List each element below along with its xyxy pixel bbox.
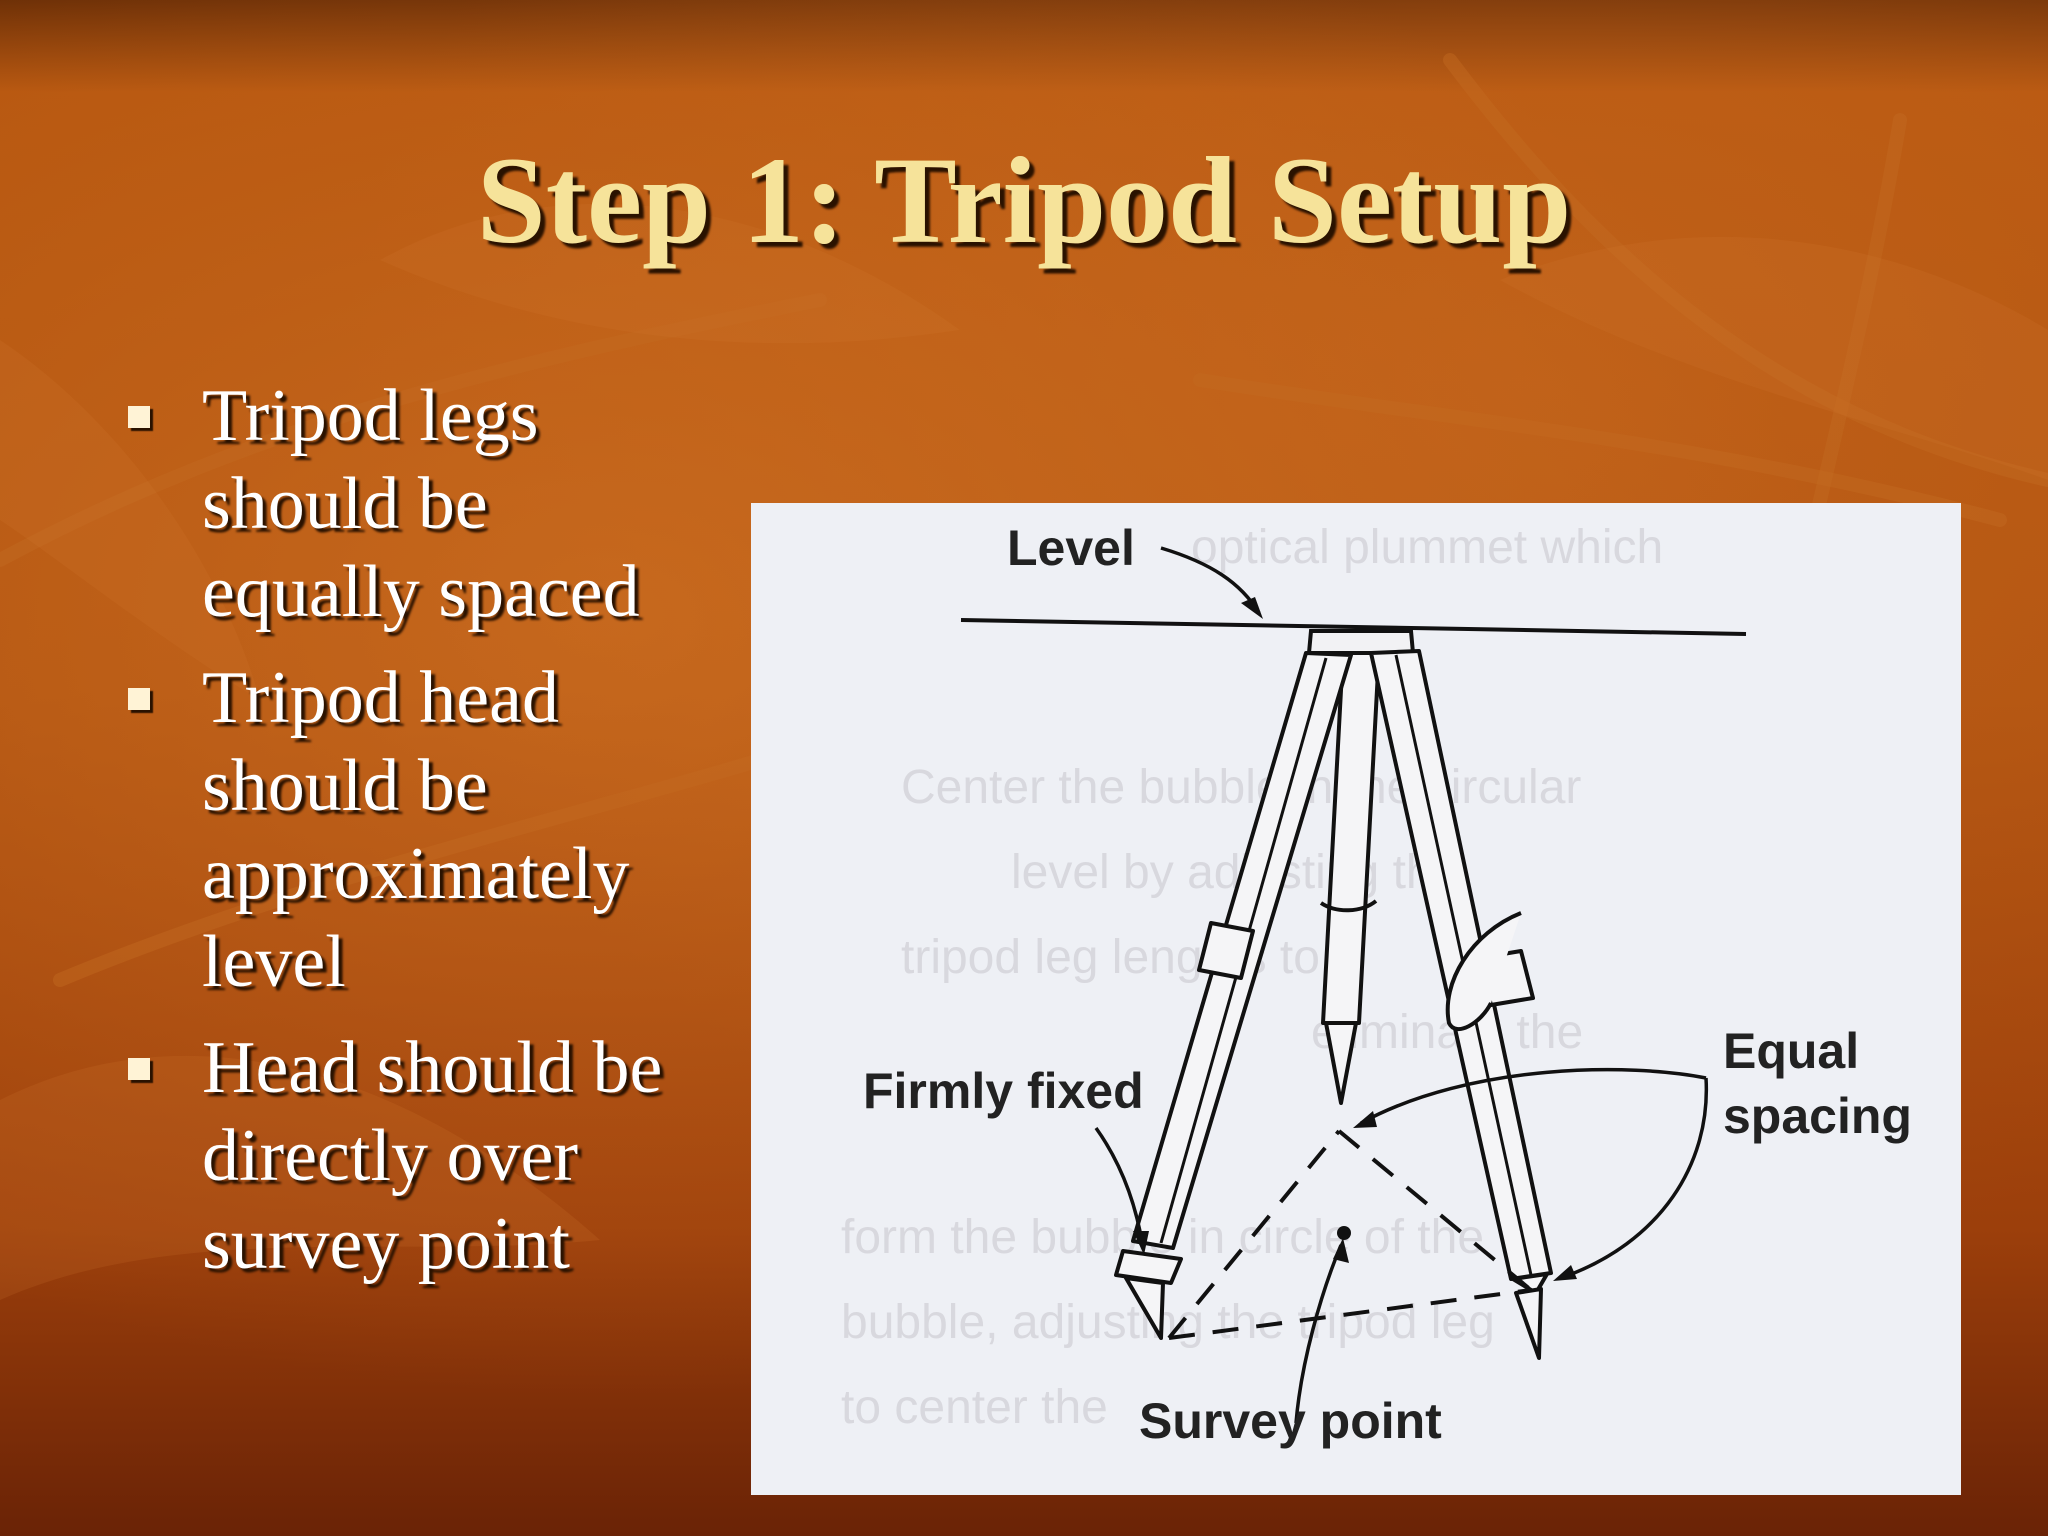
bleed-text-line: to center the [841, 1381, 1108, 1434]
arrowhead-icon [1333, 1238, 1349, 1263]
leg-left-spike [1124, 1276, 1165, 1340]
arrowhead-icon [1353, 1111, 1377, 1128]
bleed-text-line: bubble, adjusting the tripod leg [841, 1296, 1495, 1349]
leg-strap [1445, 911, 1522, 1031]
leg-left-foot-plate [1114, 1249, 1183, 1285]
bullet-square-icon [128, 406, 150, 428]
leg-left-clamp [1197, 921, 1255, 980]
bullet-item: Head should be directly over survey poin… [118, 1024, 718, 1288]
arrowhead-icon [1133, 1231, 1149, 1255]
bullet-square-icon [128, 688, 150, 710]
label-firmly-fixed: Firmly fixed [863, 1063, 1144, 1119]
bullet-square-icon [128, 1058, 150, 1080]
arrowheads [1133, 597, 1577, 1281]
bullet-text: Tripod legs should be equally spaced [202, 375, 640, 633]
tripod-head [1306, 629, 1416, 655]
arrowhead-icon [1553, 1265, 1577, 1281]
equal-spacing-triangle [1167, 1129, 1533, 1340]
bleed-text-line: Center the bubble in the circular [901, 761, 1581, 814]
leg-right-spike [1514, 1287, 1543, 1360]
label-spacing: spacing [1723, 1088, 1912, 1144]
survey-point-marker [1337, 1226, 1351, 1240]
arrowhead-icon [1241, 597, 1263, 619]
tripod-diagram: optical plummet which Center the bubble … [751, 503, 1961, 1495]
tripod-illustration: optical plummet which Center the bubble … [841, 520, 1912, 1449]
tripod-leg-back-tip [1324, 1021, 1358, 1105]
bullet-item: Tripod legs should be equally spaced [118, 372, 718, 636]
bullet-text: Head should be directly over survey poin… [202, 1027, 663, 1285]
level-line [960, 618, 1747, 636]
bleed-through-text: optical plummet which Center the bubble … [841, 521, 1663, 1434]
slide-title: Step 1: Tripod Setup [476, 132, 1572, 269]
label-equal: Equal [1723, 1023, 1859, 1079]
bullet-item: Tripod head should be approximately leve… [118, 654, 718, 1006]
bullet-list: Tripod legs should be equally spaced Tri… [118, 372, 718, 1306]
tripod-leg-back [1321, 651, 1381, 1025]
label-level: Level [1007, 520, 1135, 576]
label-survey-point: Survey point [1139, 1393, 1442, 1449]
bullet-text: Tripod head should be approximately leve… [202, 657, 630, 1003]
bleed-text-line: optical plummet which [1191, 521, 1663, 574]
